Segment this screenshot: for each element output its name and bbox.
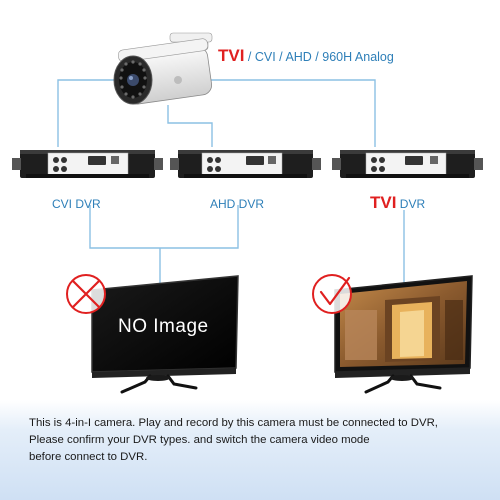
dvr-label-tvi-strong: TVI <box>370 193 397 212</box>
bullet-camera-icon <box>113 32 213 105</box>
dvr-label-ahd: AHD DVR <box>210 197 265 211</box>
note-line: Please confirm your DVR types. and switc… <box>29 434 370 446</box>
title-tvi: TVI <box>218 46 245 65</box>
dvr-label-tvi: TVI DVR <box>370 193 425 213</box>
note-panel <box>0 400 500 500</box>
note-text: This is 4-in-I camera. Play and record b… <box>29 415 489 466</box>
no-image-text: NO Image <box>118 316 209 337</box>
note-line: This is 4-in-I camera. Play and record b… <box>29 417 438 429</box>
monitor-no-image <box>91 275 239 394</box>
dvr-label-cvi: CVI DVR <box>52 197 101 211</box>
camera-mode-title: TVI / CVI / AHD / 960H Analog <box>218 46 394 66</box>
connection-lines <box>57 79 405 288</box>
x-mark-icon <box>66 274 106 314</box>
note-line: before connect to DVR. <box>29 451 148 463</box>
check-mark-icon <box>312 274 352 314</box>
dvr-label-tvi-rest: DVR <box>396 197 426 211</box>
dvr-box-cvi <box>12 150 163 178</box>
dvr-box-tvi <box>332 150 483 178</box>
title-other-modes: / CVI / AHD / 960H Analog <box>244 50 394 64</box>
monitor-with-image <box>334 275 473 394</box>
dvr-box-ahd <box>170 150 321 178</box>
